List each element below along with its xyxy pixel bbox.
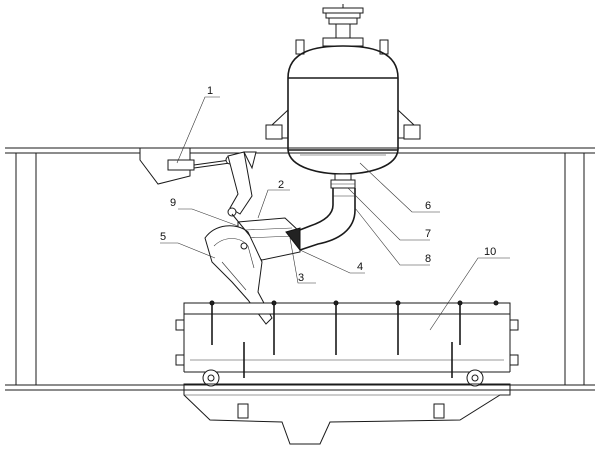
label-1: 1	[207, 85, 213, 97]
linkage-arm	[227, 151, 257, 237]
discharge-pipe	[291, 188, 356, 251]
reaction-vessel	[265, 4, 421, 189]
label-3: 3	[298, 272, 304, 284]
scoop-hopper	[204, 225, 273, 325]
label-7: 7	[425, 228, 431, 240]
label-8: 8	[425, 253, 431, 265]
mould-trough	[175, 302, 519, 445]
part-labels: 1 2 3 4 5 6 7 8 9 10	[160, 85, 496, 284]
leader-lines	[160, 96, 510, 331]
label-9: 9	[170, 197, 176, 209]
support-frame	[5, 147, 595, 391]
mould-rods	[209, 300, 499, 355]
label-6: 6	[425, 200, 431, 212]
label-4: 4	[357, 261, 363, 273]
label-2: 2	[278, 179, 284, 191]
label-10: 10	[484, 246, 496, 258]
label-5: 5	[160, 231, 166, 243]
